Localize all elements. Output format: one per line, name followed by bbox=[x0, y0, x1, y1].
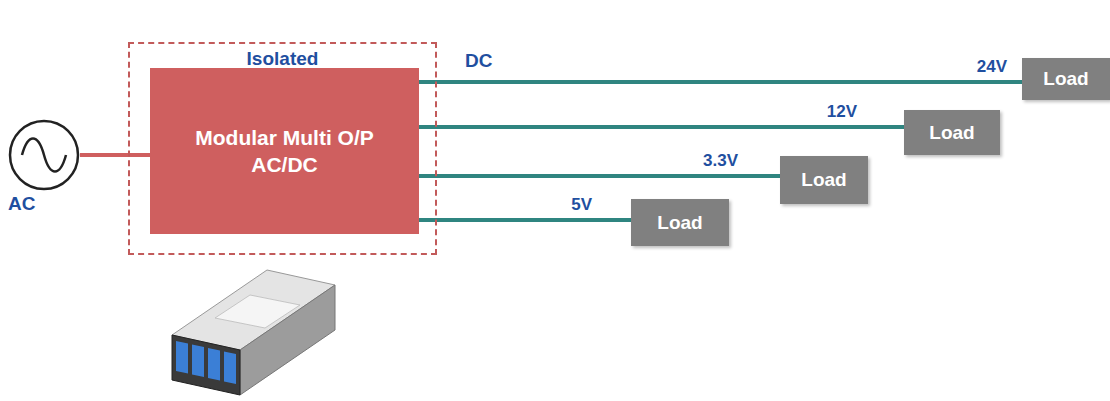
psu-side bbox=[240, 285, 335, 395]
ac-source-circle: AC bbox=[8, 119, 80, 191]
psu-slot bbox=[176, 341, 188, 374]
psu-slot bbox=[224, 352, 236, 385]
connector-line bbox=[419, 80, 1022, 84]
load-box: Load bbox=[780, 156, 868, 204]
load-box: Load bbox=[1022, 58, 1110, 100]
connector-line bbox=[419, 174, 780, 178]
power-supply-box: Modular Multi O/P AC/DC bbox=[150, 68, 419, 234]
region-heading: Isolated bbox=[130, 48, 435, 70]
node-text: Load bbox=[657, 212, 702, 234]
voltage-label: 12V bbox=[827, 102, 857, 122]
psu-front bbox=[172, 335, 240, 395]
node-text: Load bbox=[929, 122, 974, 144]
connector-line bbox=[80, 153, 150, 157]
bus-label: DC bbox=[465, 50, 492, 72]
node-text: Load bbox=[801, 169, 846, 191]
isolation-boundary: IsolatedModular Multi O/P AC/DC bbox=[128, 42, 437, 255]
load-box: Load bbox=[631, 199, 729, 246]
load-box: Load bbox=[904, 110, 1000, 155]
voltage-label: 3.3V bbox=[703, 151, 738, 171]
node-text: Modular Multi O/P AC/DC bbox=[170, 124, 400, 179]
psu-slot bbox=[192, 344, 204, 377]
psu-slot bbox=[208, 348, 220, 381]
node-text: Load bbox=[1043, 68, 1088, 90]
connector-line bbox=[419, 125, 904, 129]
voltage-label: 5V bbox=[571, 195, 592, 215]
source-label: AC bbox=[8, 193, 35, 215]
voltage-label: 24V bbox=[977, 57, 1007, 77]
ac-symbol bbox=[8, 119, 80, 191]
connector-line bbox=[419, 218, 631, 222]
